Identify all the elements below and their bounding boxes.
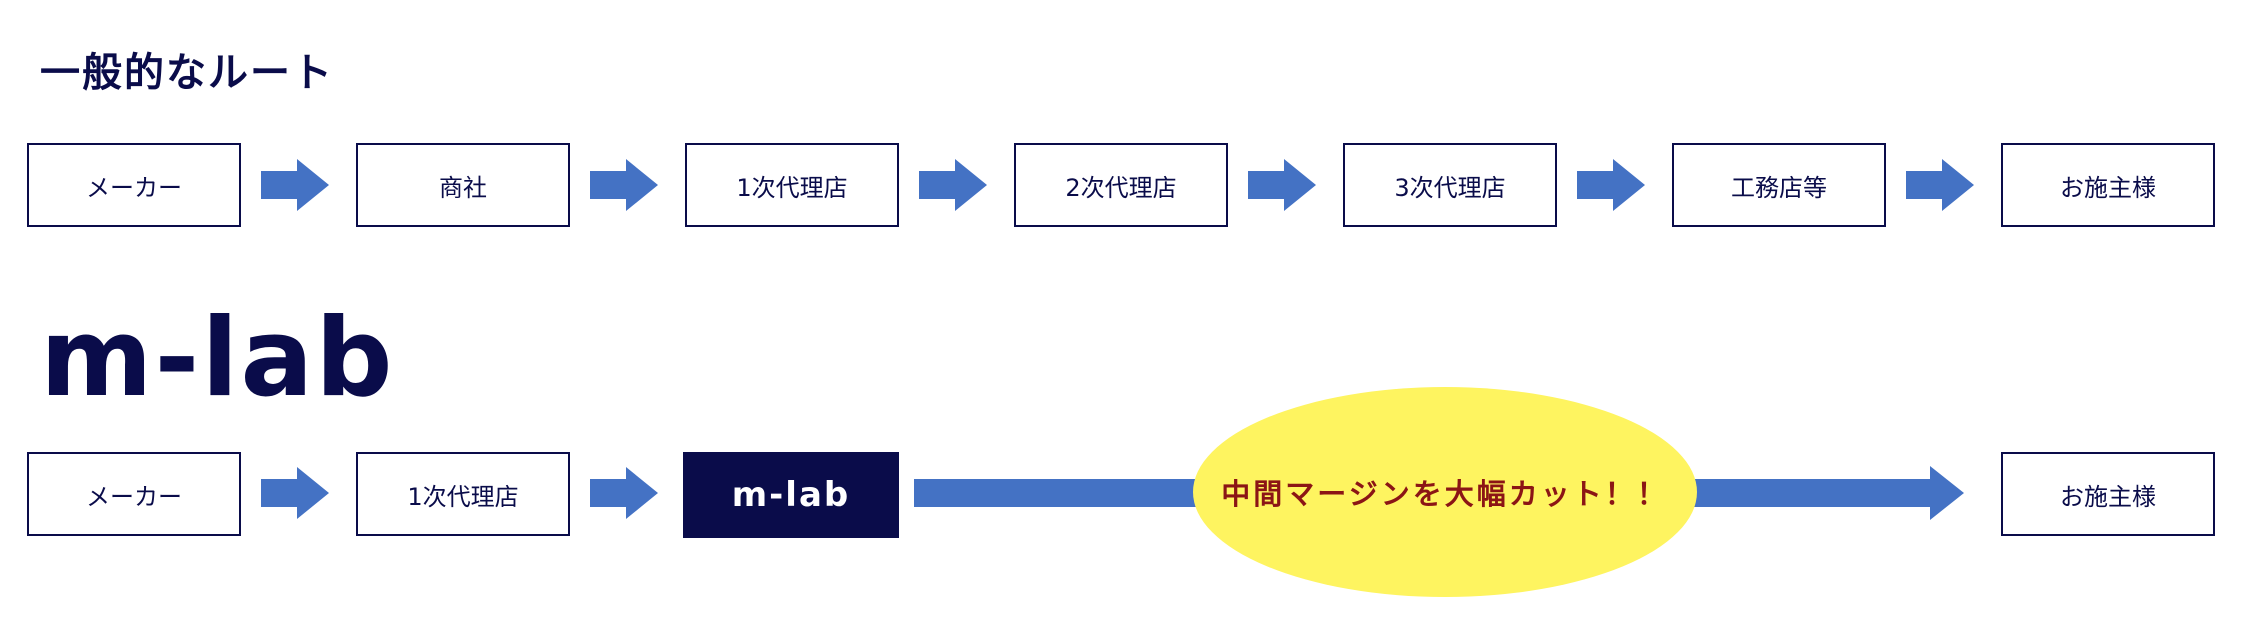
arrow-right-icon xyxy=(590,159,658,211)
step-maker: メーカー xyxy=(27,143,241,227)
arrow-right-icon xyxy=(590,467,658,519)
step-trading-company: 商社 xyxy=(356,143,570,227)
arrow-right-icon xyxy=(1577,159,1645,211)
general-route-heading: 一般的なルート xyxy=(40,50,334,96)
mlab-logo: m-lab xyxy=(40,296,395,421)
step-client: お施主様 xyxy=(2001,143,2215,227)
arrow-right-icon xyxy=(1906,159,1974,211)
step-secondary-agent: 2次代理店 xyxy=(1014,143,1228,227)
arrow-right-icon xyxy=(919,159,987,211)
mlab-step-maker: メーカー xyxy=(27,452,241,536)
step-tertiary-agent: 3次代理店 xyxy=(1343,143,1557,227)
arrow-right-icon xyxy=(261,159,329,211)
mlab-step-mlab: m-lab xyxy=(683,452,899,538)
mlab-step-primary-agent: 1次代理店 xyxy=(356,452,570,536)
arrow-right-icon xyxy=(261,467,329,519)
mlab-step-client: お施主様 xyxy=(2001,452,2215,536)
arrow-right-icon xyxy=(1248,159,1316,211)
step-contractor: 工務店等 xyxy=(1672,143,1886,227)
margin-cut-callout: 中間マージンを大幅カット！！ xyxy=(1193,387,1697,597)
step-primary-agent: 1次代理店 xyxy=(685,143,899,227)
